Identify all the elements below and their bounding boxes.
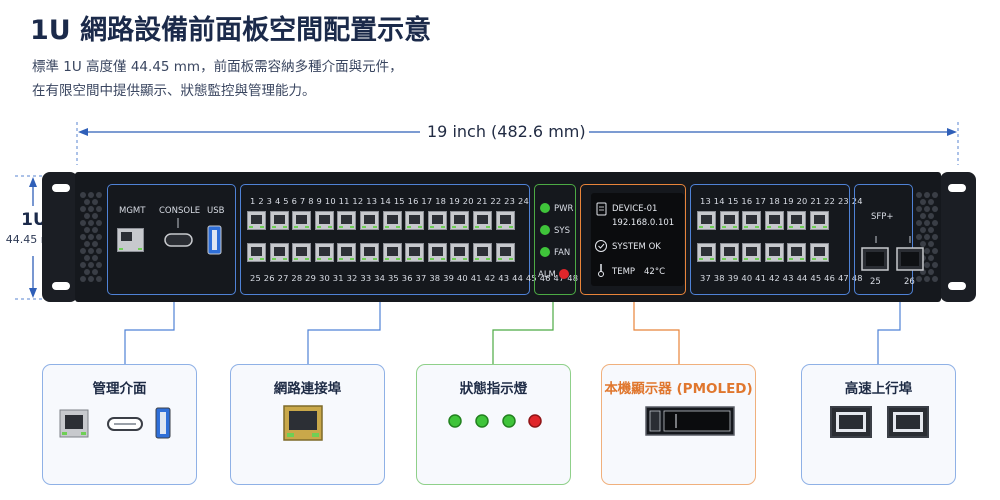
mount-hole [52,282,70,290]
left-rj45-port[interactable] [337,211,357,230]
left-rj45-port[interactable] [337,243,357,262]
right-rj45-port[interactable] [742,211,762,230]
left-rj45-port[interactable] [360,211,379,230]
card-uplink: 高速上行埠 [801,364,956,485]
port-numbers-bottom-right: 37 38 39 40 41 42 43 44 45 46 47 48 [700,273,863,283]
left-rj45-port[interactable] [382,243,402,262]
left-rj45-port[interactable] [382,211,402,230]
pmoled-screen [591,193,684,286]
sfp-port-25[interactable] [862,248,888,270]
left-rj45-port[interactable] [495,211,515,230]
right-rj45-port[interactable] [764,211,784,230]
mgmt-port[interactable] [117,228,144,252]
left-rack-ear [42,172,78,302]
card-network: 網路連接埠 [230,364,385,485]
sfp-port-26-label: 26 [904,277,915,287]
device-name: DEVICE-01 [612,204,658,214]
sfp-port-26[interactable] [897,248,923,270]
card-status: 狀態指示燈 [416,364,571,485]
right-rack-ear [940,172,976,302]
sfp-port-25-label: 25 [870,277,881,287]
left-rj45-port[interactable] [495,243,515,262]
card-mgmt-title: 管理介面 [92,381,147,397]
fan-led [540,247,550,257]
pwr-led [540,203,550,213]
left-rj45-port[interactable] [314,243,334,262]
left-rj45-port[interactable] [405,243,425,262]
display-section [580,184,686,295]
right-rj45-port[interactable] [719,243,739,262]
mgmt-label: MGMT [119,206,146,216]
sfp-section [854,184,913,295]
left-rj45-port[interactable] [292,211,312,230]
alm-led [559,269,569,279]
card-uplink-title: 高速上行埠 [844,381,913,397]
system-status: SYSTEM OK [612,242,661,252]
port-bank-right [690,184,850,295]
port-numbers-top-left: 1 2 3 4 5 6 7 8 9 10 11 12 13 14 15 16 1… [250,196,529,206]
left-rj45-port[interactable] [450,211,470,230]
left-rj45-port[interactable] [360,243,379,262]
sfp-label: SFP+ [871,212,894,222]
page-title: 1U 網路設備前面板空間配置示意 [30,15,432,46]
port-bank-left [240,184,530,295]
status-led-section [534,184,576,295]
left-rj45-port[interactable] [405,211,425,230]
usb-label: USB [207,206,225,216]
fan-label: FAN [554,248,571,258]
right-rj45-port[interactable] [787,211,807,230]
right-rj45-port[interactable] [810,243,829,262]
mount-hole [948,282,966,290]
device-ip: 192.168.0.101 [612,218,675,228]
right-rj45-port[interactable] [764,243,784,262]
left-rj45-port[interactable] [427,211,447,230]
left-rj45-port[interactable] [292,243,312,262]
mount-hole [948,184,966,192]
mount-hole [52,184,70,192]
width-dimension-label: 19 inch (482.6 mm) [424,122,589,141]
right-rj45-port[interactable] [697,211,716,230]
left-rj45-port[interactable] [427,243,447,262]
right-rj45-port[interactable] [697,243,716,262]
sys-label: SYS [554,226,570,236]
card-network-title: 網路連接埠 [273,381,342,397]
card-mgmt: 管理介面 [42,364,197,485]
right-rj45-port[interactable] [719,211,739,230]
sys-led [540,225,550,235]
alm-label: ALM [538,270,556,280]
temp-label: TEMP [612,267,636,277]
card-display-title: 本機顯示器 (PMOLED) [604,381,753,397]
left-rj45-port[interactable] [269,211,289,230]
left-rj45-port[interactable] [473,243,492,262]
temp-value: 42°C [644,267,666,277]
height-dimension-label: 1U [21,210,47,230]
right-rj45-port[interactable] [742,243,762,262]
description-line-1: 標準 1U 高度僅 44.45 mm，前面板需容納多種介面與元件， [32,59,403,75]
description-line-2: 在有限空間中提供顯示、狀態監控與管理能力。 [32,83,316,99]
right-rj45-port[interactable] [810,211,829,230]
left-rj45-port[interactable] [269,243,289,262]
left-rj45-port[interactable] [247,243,266,262]
pwr-label: PWR [554,204,574,214]
left-rj45-port[interactable] [314,211,334,230]
left-rj45-port[interactable] [247,211,266,230]
port-numbers-top-right: 13 14 15 16 17 18 19 20 21 22 23 24 [700,196,863,206]
card-display: 本機顯示器 (PMOLED) [601,364,756,485]
card-status-title: 狀態指示燈 [459,381,528,397]
right-rj45-port[interactable] [787,243,807,262]
left-rj45-port[interactable] [473,211,492,230]
console-label: CONSOLE [159,206,201,216]
mgmt-section [107,184,236,295]
left-rj45-port[interactable] [450,243,470,262]
port-numbers-bottom-left: 25 26 27 28 29 30 31 32 33 34 35 36 37 3… [250,273,579,283]
